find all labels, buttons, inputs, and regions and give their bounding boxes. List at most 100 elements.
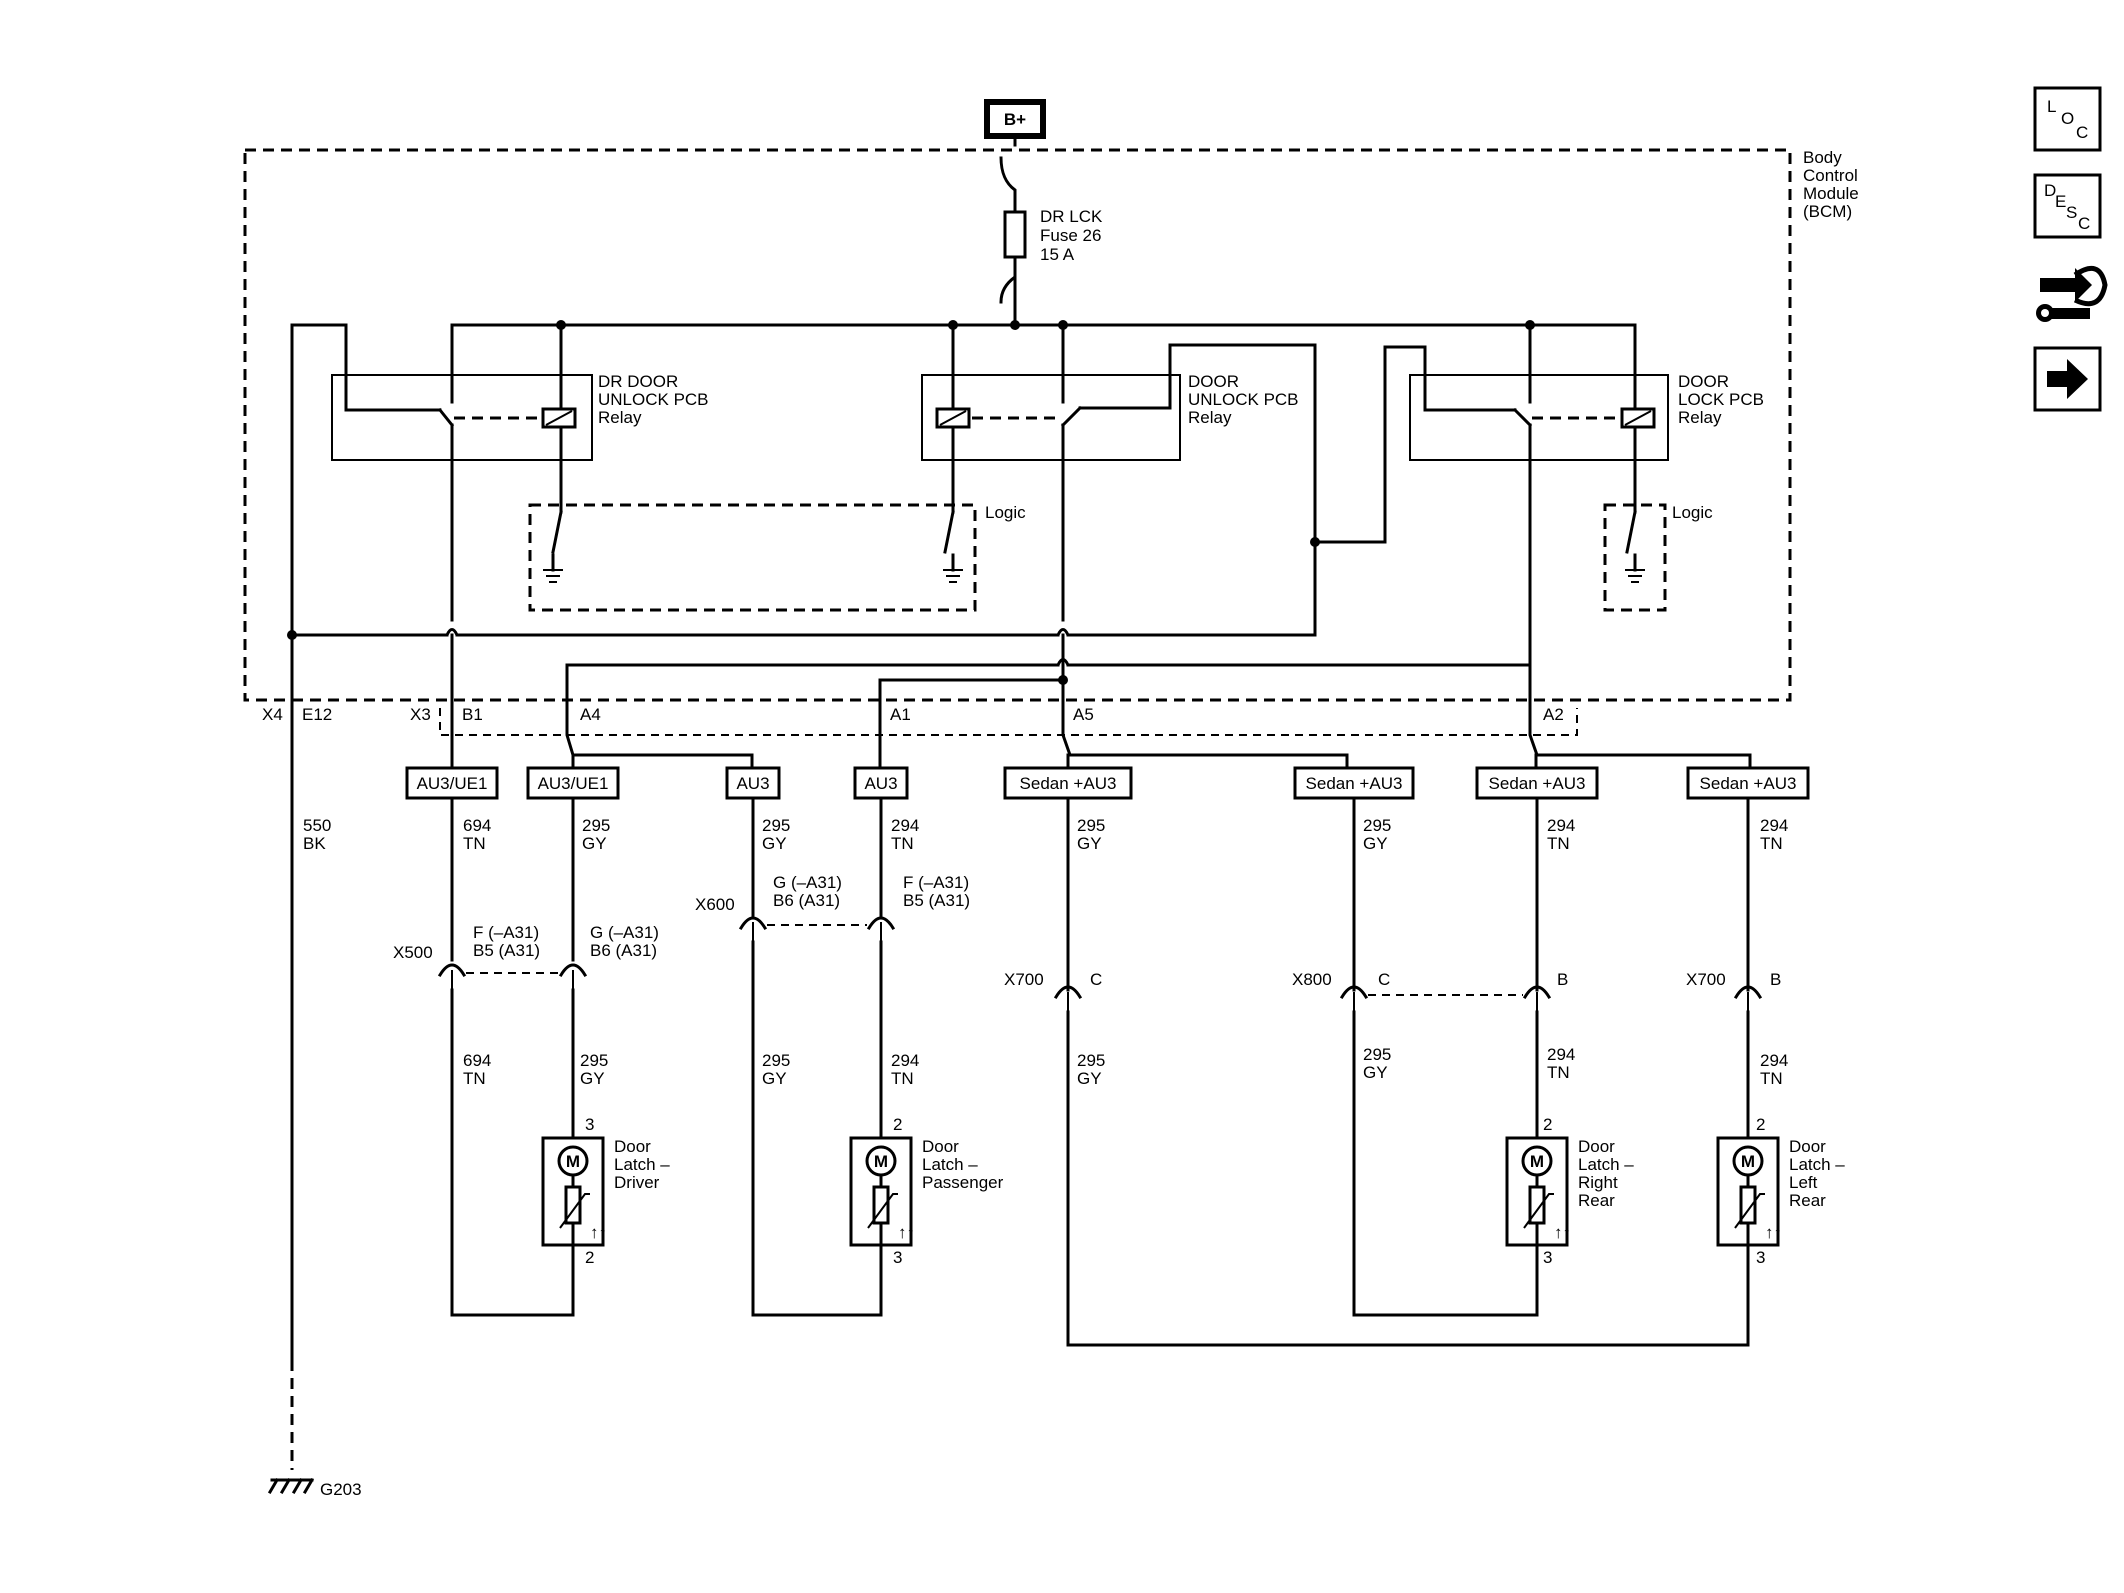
pin-a5: A5: [1073, 705, 1094, 724]
svg-text:B: B: [1557, 970, 1568, 989]
svg-text:2: 2: [585, 1248, 594, 1267]
option-boxes: AU3/UE1 AU3/UE1 AU3 AU3 Sedan +AU3 Sedan…: [405, 766, 1810, 800]
svg-text:↑↑: ↑↑: [590, 1223, 607, 1242]
option-sedan-1: Sedan +AU3: [1020, 774, 1117, 793]
inline-connector-x500: X500 F (–A31)B5 (A31) G (–A31)B6 (A31): [393, 923, 659, 990]
relay-door-unlock: DOOR UNLOCK PCB Relay: [921, 323, 1317, 634]
svg-text:X800: X800: [1292, 970, 1332, 989]
logic-block-left: Logic: [528, 498, 1026, 612]
svg-text:C: C: [1378, 970, 1390, 989]
relay-door-unlock-label: DOOR UNLOCK PCB Relay: [1188, 372, 1303, 427]
svg-text:B: B: [1770, 970, 1781, 989]
svg-text:F (–A31)B5 (A31): F (–A31)B5 (A31): [903, 873, 970, 910]
svg-text:C: C: [2076, 123, 2088, 142]
svg-text:M: M: [874, 1152, 888, 1171]
ground-wire-label: 550 BK: [303, 816, 336, 853]
inline-connector-x800: X800 C B: [1292, 970, 1568, 1012]
pin-a2: A2: [1543, 705, 1564, 724]
svg-text:X700: X700: [1686, 970, 1726, 989]
relay-dr-door-unlock: DR DOOR UNLOCK PCB Relay: [290, 323, 713, 637]
svg-text:E: E: [2055, 192, 2066, 211]
desc-button[interactable]: D E S C: [2033, 173, 2102, 239]
logic-block-right: Logic: [1603, 498, 1713, 612]
relay-door-lock-label: DOOR LOCK PCB Relay: [1678, 372, 1769, 427]
option-au3ue1-b: AU3/UE1: [538, 774, 609, 793]
svg-text:M: M: [566, 1152, 580, 1171]
svg-text:2: 2: [893, 1115, 902, 1134]
svg-text:X700: X700: [1004, 970, 1044, 989]
fuse-label: DR LCK Fuse 26 15 A: [1040, 207, 1107, 264]
svg-text:M: M: [1741, 1152, 1755, 1171]
logic-label-right: Logic: [1672, 503, 1713, 522]
svg-text:M: M: [1530, 1152, 1544, 1171]
pin-a1: A1: [890, 705, 911, 724]
battery-supply: B+: [984, 99, 1046, 139]
option-sedan-3: Sedan +AU3: [1489, 774, 1586, 793]
svg-text:O: O: [2061, 109, 2074, 128]
svg-text:G (–A31)B6 (A31): G (–A31)B6 (A31): [590, 923, 659, 960]
option-au3-b: AU3: [864, 774, 897, 793]
svg-text:3: 3: [893, 1248, 902, 1267]
loc-button[interactable]: L O C: [2033, 86, 2102, 152]
svg-text:D: D: [2044, 181, 2056, 200]
relay-door-lock: DOOR LOCK PCB Relay: [1313, 323, 1769, 667]
option-sedan-4: Sedan +AU3: [1700, 774, 1797, 793]
svg-text:3: 3: [1756, 1248, 1765, 1267]
svg-text:C: C: [1090, 970, 1102, 989]
connector-e12: E12: [302, 705, 332, 724]
svg-text:G (–A31)B6 (A31): G (–A31)B6 (A31): [773, 873, 842, 910]
pin-b1: B1: [462, 705, 483, 724]
bcm-label: Body Control Module (BCM): [1803, 148, 1864, 221]
option-au3-a: AU3: [736, 774, 769, 793]
connector-x3: X3: [410, 705, 431, 724]
svg-text:S: S: [2066, 203, 2077, 222]
svg-text:↑↑: ↑↑: [1554, 1223, 1571, 1242]
connector-tool-icon[interactable]: [2036, 265, 2108, 322]
ground-label: G203: [320, 1480, 362, 1499]
svg-text:↑↑: ↑↑: [898, 1223, 915, 1242]
svg-text:3: 3: [1543, 1248, 1552, 1267]
svg-text:X500: X500: [393, 943, 433, 962]
svg-text:2: 2: [1756, 1115, 1765, 1134]
supply-label: B+: [1004, 110, 1026, 129]
svg-text:X600: X600: [695, 895, 735, 914]
relay-dr-door-unlock-label: DR DOOR UNLOCK PCB Relay: [598, 372, 713, 427]
bcm-boundary: Body Control Module (BCM): [243, 148, 1864, 702]
arrow-right-icon: [2047, 359, 2088, 399]
option-sedan-2: Sedan +AU3: [1306, 774, 1403, 793]
ground-symbol: G203: [267, 1477, 362, 1499]
logic-label-left: Logic: [985, 503, 1026, 522]
svg-text:↑↑: ↑↑: [1765, 1223, 1782, 1242]
inline-connector-x600: X600 G (–A31)B6 (A31) F (–A31)B5 (A31): [695, 873, 970, 942]
next-arrow-button[interactable]: [2033, 346, 2102, 412]
svg-text:C: C: [2078, 214, 2090, 233]
option-au3ue1-a: AU3/UE1: [417, 774, 488, 793]
fuse: DR LCK Fuse 26 15 A: [999, 156, 1107, 327]
svg-text:3: 3: [585, 1115, 594, 1134]
inline-connector-x700-a: X700 C: [1004, 970, 1102, 1012]
svg-text:L: L: [2047, 97, 2056, 116]
